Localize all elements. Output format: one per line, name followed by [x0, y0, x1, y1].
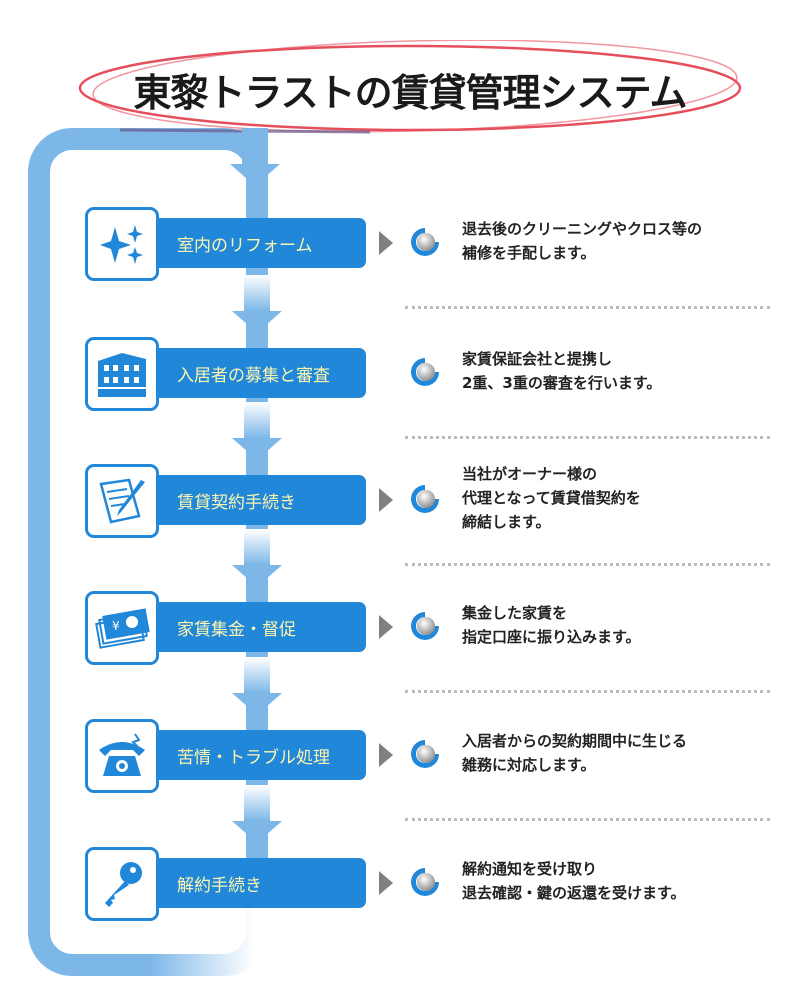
step-label: 室内のリフォーム — [151, 218, 366, 268]
flow-arrow-down — [232, 785, 282, 843]
process-step: 賃貸契約手続き 当社がオーナー様の代理となって賃貸借契約を締結します。 — [85, 464, 775, 538]
description-line: 補修を手配します。 — [462, 244, 596, 262]
triangle-arrow-icon — [379, 615, 393, 639]
phone-icon — [85, 719, 159, 793]
description-line: 当社がオーナー様の — [462, 465, 598, 483]
step-label: 賃貸契約手続き — [151, 475, 366, 525]
process-step: 入居者の募集と審査 家賃保証会社と提携し 2重、3重の審査を行います。 — [85, 337, 775, 411]
step-description: 退去後のクリーニングやクロス等の補修を手配します。 — [462, 217, 702, 265]
step-description: 当社がオーナー様の代理となって賃貸借契約を締結します。 — [462, 462, 641, 534]
description-line: 解約通知を受け取り — [462, 860, 598, 878]
step-label: 家賃集金・督促 — [151, 602, 366, 652]
globe-bullet-icon — [410, 739, 440, 769]
triangle-arrow-icon — [379, 871, 393, 895]
step-label: 苦情・トラブル処理 — [151, 730, 366, 780]
step-label: 解約手続き — [151, 858, 366, 908]
description-line: 締結します。 — [462, 513, 551, 531]
flow-arrow-down — [230, 128, 280, 186]
triangle-arrow-icon — [379, 488, 393, 512]
process-step: 室内のリフォーム 退去後のクリーニングやクロス等の補修を手配します。 — [85, 207, 775, 281]
step-description: 入居者からの契約期間中に生じる雑務に対応します。 — [462, 729, 687, 777]
contract-pen-icon — [85, 464, 159, 538]
sparkle-icon — [85, 207, 159, 281]
globe-bullet-icon — [410, 611, 440, 641]
flow-arrow-down — [232, 275, 282, 333]
triangle-arrow-icon — [379, 231, 393, 255]
globe-bullet-icon — [410, 227, 440, 257]
process-step: 苦情・トラブル処理 入居者からの契約期間中に生じる雑務に対応します。 — [85, 719, 775, 793]
description-line: 家賃保証会社と提携し — [462, 350, 613, 368]
description-line: 2重、3重の審査を行います。 — [462, 374, 662, 392]
dotted-divider — [405, 563, 770, 566]
description-line: 雑務に対応します。 — [462, 756, 596, 774]
description-line: 指定口座に振り込みます。 — [462, 628, 641, 646]
page-title: 東黎トラストの賃貸管理システム — [133, 71, 687, 115]
svg-text:¥: ¥ — [112, 619, 120, 633]
process-step: 解約手続き 解約通知を受け取り退去確認・鍵の返還を受けます。 — [85, 847, 775, 921]
dotted-divider — [405, 436, 770, 439]
dotted-divider — [405, 690, 770, 693]
step-description: 家賃保証会社と提携し 2重、3重の審査を行います。 — [462, 347, 661, 395]
triangle-arrow-icon — [379, 743, 393, 767]
flow-arrow-down — [232, 402, 282, 460]
description-line: 退去確認・鍵の返還を受けます。 — [462, 884, 686, 902]
process-step: ¥ 家賃集金・督促 集金した家賃を指定口座に振り込みます。 — [85, 591, 775, 665]
flow-arrow-down — [232, 529, 282, 587]
description-line: 退去後のクリーニングやクロス等の — [462, 220, 703, 238]
globe-bullet-icon — [410, 357, 440, 387]
key-icon — [85, 847, 159, 921]
money-icon: ¥ — [85, 591, 159, 665]
step-description: 解約通知を受け取り退去確認・鍵の返還を受けます。 — [462, 857, 686, 905]
flow-arrow-down — [232, 657, 282, 715]
globe-bullet-icon — [410, 867, 440, 897]
description-line: 代理となって賃貸借契約を — [462, 489, 641, 507]
building-icon — [85, 337, 159, 411]
description-line: 入居者からの契約期間中に生じる — [462, 732, 688, 750]
dotted-divider — [405, 306, 770, 309]
globe-bullet-icon — [410, 484, 440, 514]
step-label: 入居者の募集と審査 — [151, 348, 366, 398]
title-area: 東黎トラストの賃貸管理システム — [70, 40, 750, 140]
step-description: 集金した家賃を指定口座に振り込みます。 — [462, 601, 641, 649]
description-line: 集金した家賃を — [462, 604, 568, 622]
dotted-divider — [405, 818, 770, 821]
